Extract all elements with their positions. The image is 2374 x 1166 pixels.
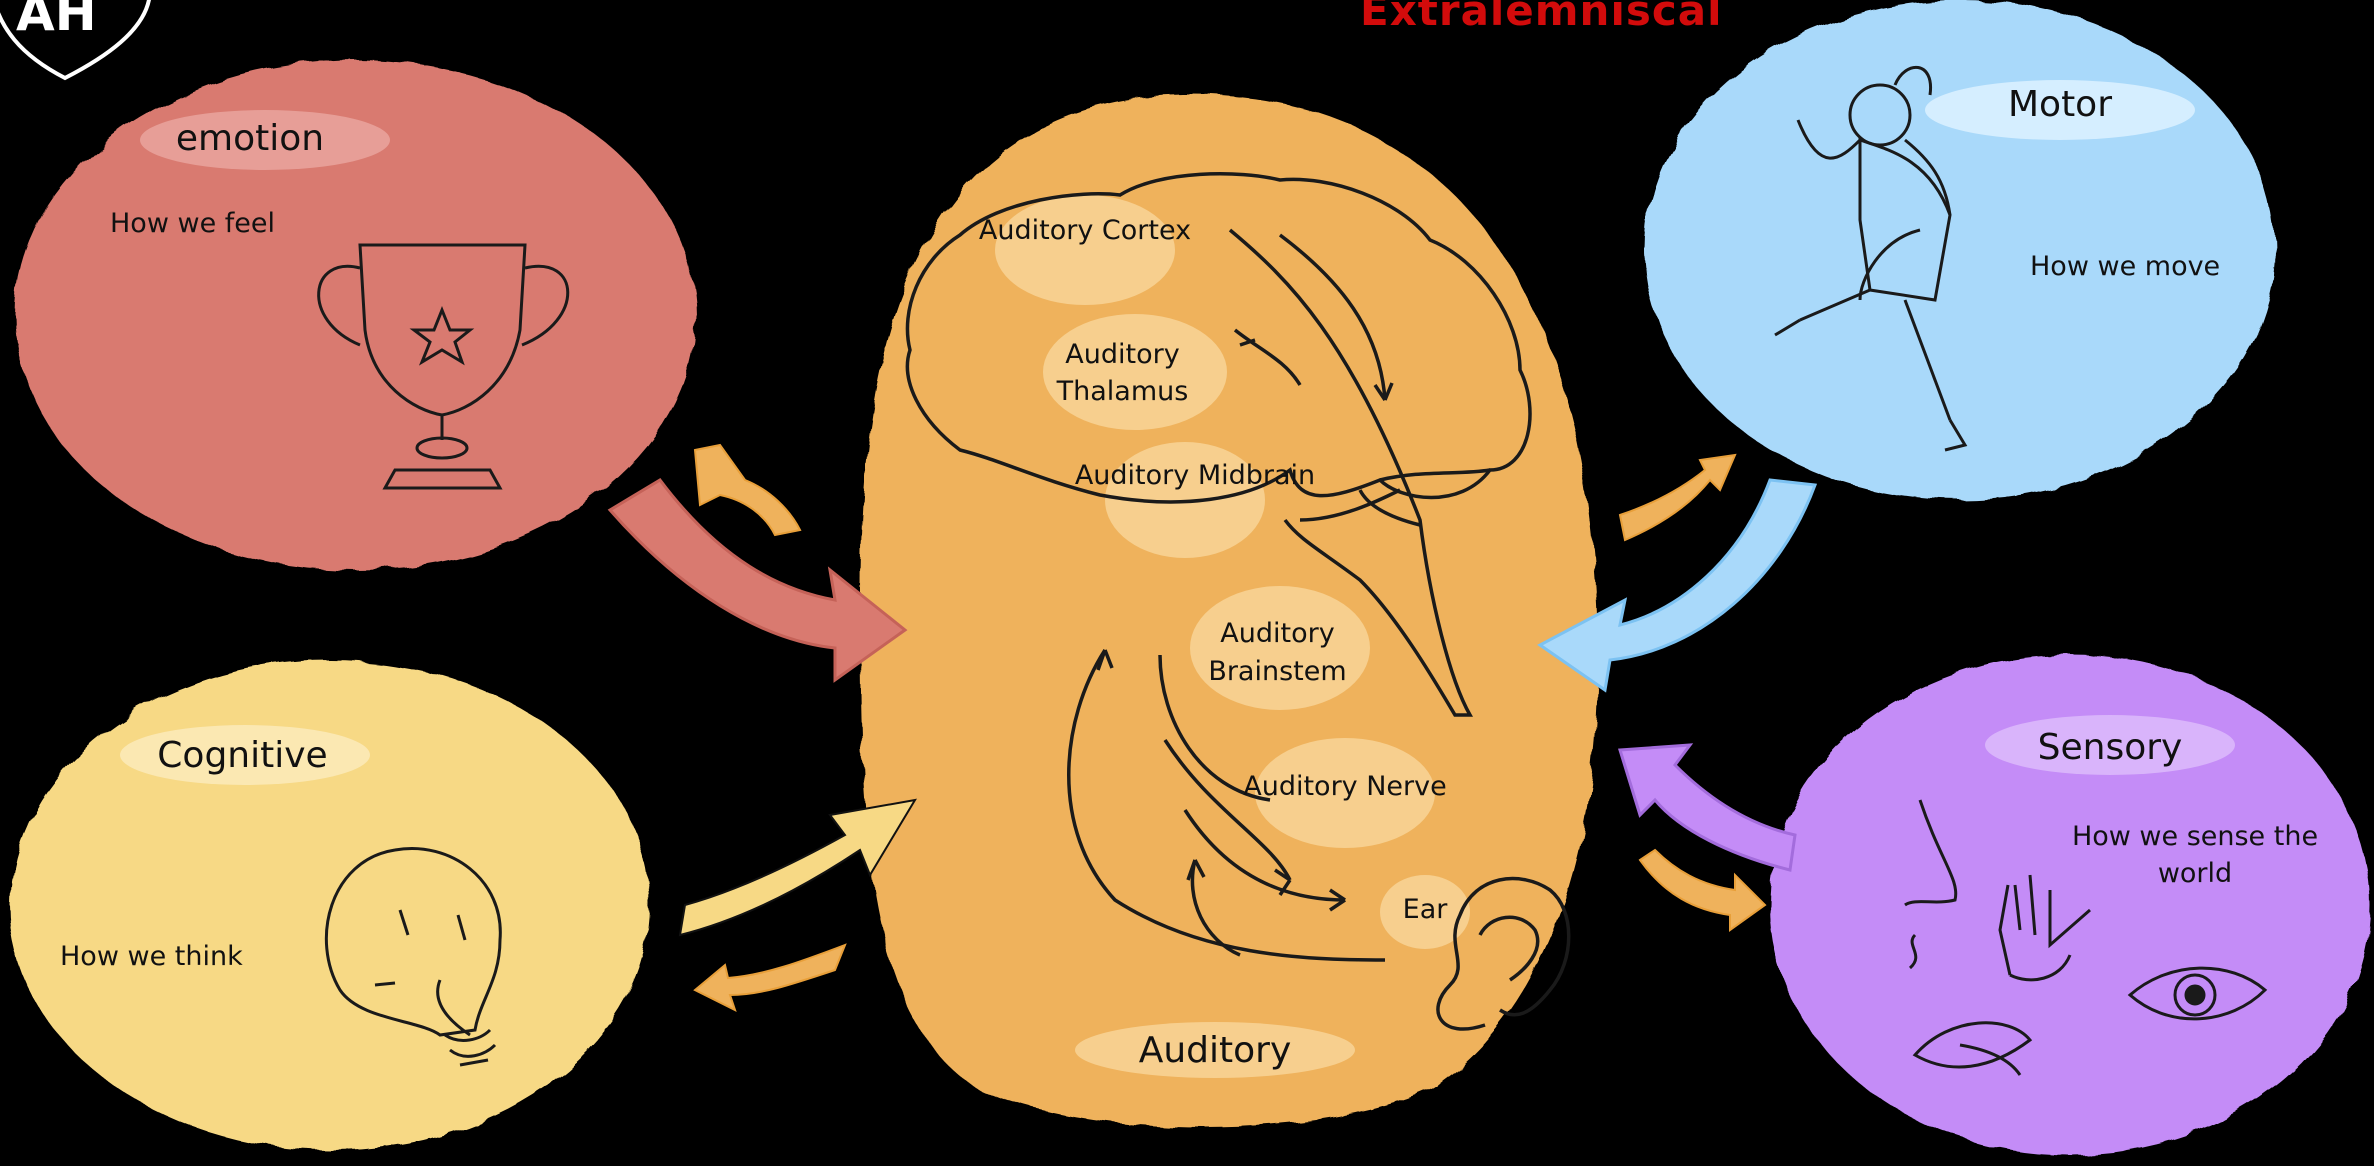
auditory-to-emotion-arrow [695, 445, 800, 535]
auditory-nerve-label: Auditory Nerve [1230, 770, 1460, 804]
sensory-subtitle-line2: world [2060, 857, 2330, 891]
thalamus-highlight [1043, 314, 1227, 430]
logo-text: AH [16, 0, 97, 42]
sensory-to-auditory-arrow [1620, 745, 1795, 870]
motor-title: Motor [1960, 82, 2160, 127]
auditory-brainstem-label-1: Auditory [1195, 617, 1360, 651]
auditory-thalamus-label-1: Auditory [1040, 338, 1205, 372]
ear-label: Ear [1390, 893, 1460, 927]
auditory-brainstem-label-2: Brainstem [1195, 655, 1360, 689]
cognitive-title: Cognitive [140, 733, 345, 778]
emotion-subtitle: How we feel [110, 207, 315, 241]
auditory-to-cognitive-arrow [695, 945, 845, 1010]
sensory-title: Sensory [2010, 725, 2210, 770]
cortex-highlight [995, 195, 1175, 305]
auditory-thalamus-label-2: Thalamus [1040, 375, 1205, 409]
auditory-cortex-label: Auditory Cortex [965, 214, 1205, 248]
sensory-subtitle-line1: How we sense the [2060, 820, 2330, 854]
auditory-midbrain-label: Auditory Midbrain [1065, 459, 1325, 493]
page-title: Extralemniscal [1360, 0, 1723, 35]
emotion-title: emotion [150, 116, 350, 161]
motor-subtitle: How we move [2030, 250, 2240, 284]
auditory-to-motor-arrow [1620, 455, 1735, 540]
cognitive-subtitle: How we think [60, 940, 260, 974]
auditory-title: Auditory [1110, 1028, 1320, 1073]
auditory-to-sensory-arrow [1640, 850, 1765, 930]
